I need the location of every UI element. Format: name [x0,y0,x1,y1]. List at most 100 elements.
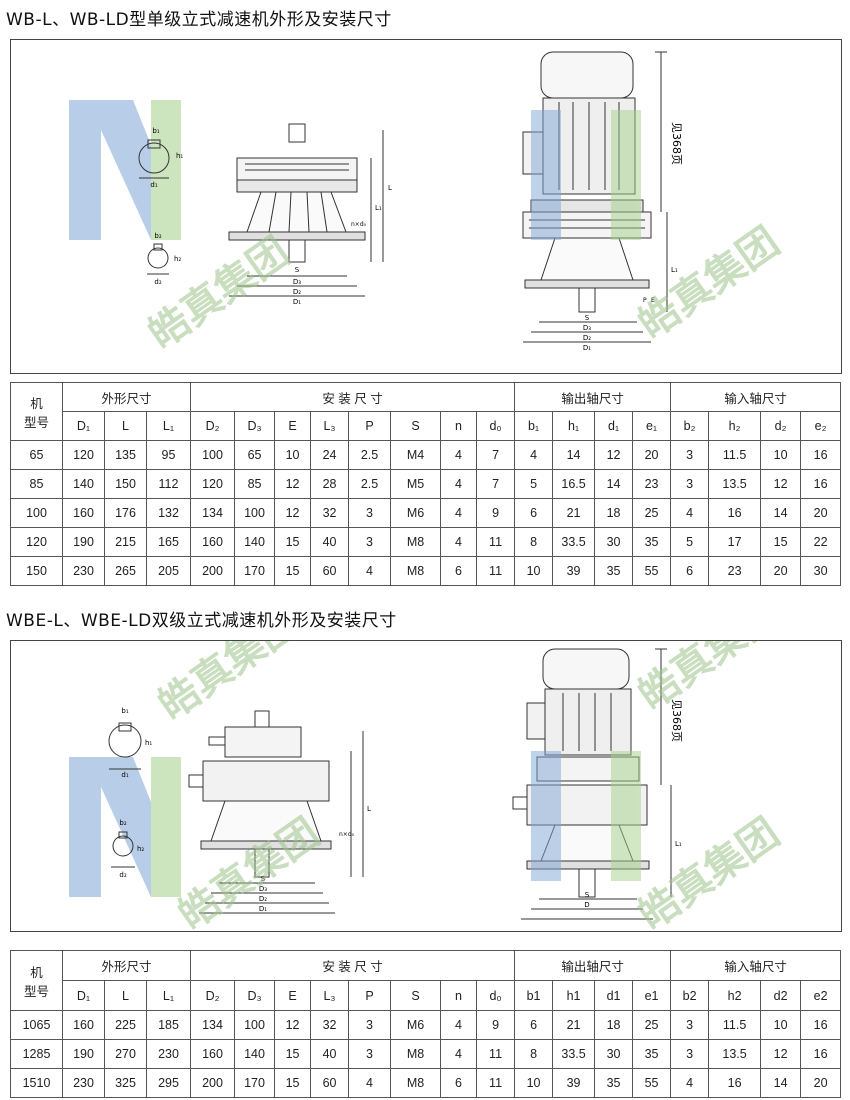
table-cell: 24 [310,440,350,470]
column-header: n [440,411,478,441]
table-cell: 4 [348,1068,392,1098]
column-header: d2 [760,980,802,1011]
table-cell: 32 [310,498,350,528]
table-cell: 16 [800,440,842,470]
label-right-D2: D₂ [583,334,591,342]
table-cell: 1285 [10,1039,63,1069]
table-cell: 10 [760,1010,802,1040]
group2-install: 安 装 尺 寸 [190,950,516,981]
column-header: h2 [708,980,762,1011]
watermark-logo-left [69,100,181,240]
table-cell: 11.5 [708,440,762,470]
column-header: n [440,980,478,1011]
table-cell: 230 [62,1068,105,1098]
section1-title: WB-L、WB-LD型单级立式减速机外形及安装尺寸 [6,10,392,30]
table-cell: 35 [632,1039,672,1069]
table-cell: 230 [145,1039,192,1069]
group2-input: 输入轴尺寸 [670,950,842,981]
group-install: 安 装 尺 寸 [190,382,516,412]
table-cell: 265 [104,556,147,586]
double-stage-reducer-drawing: b₁ h₁ d₁ b₂ h₂ d₂ S D₃ D₂ D₁ L n×d₀ [69,641,788,931]
table-cell: 11 [476,1068,516,1098]
table-cell: 3 [348,498,392,528]
column-header: L [104,411,147,441]
table-cell: 295 [145,1068,192,1098]
table-cell: 4 [440,527,478,557]
table-cell: 14 [760,498,802,528]
label2-left-D2: D₂ [259,895,267,903]
table-cell: 39 [552,556,596,586]
watermark-text-4: 皓真集团 [630,641,787,719]
table-cell: M5 [390,469,442,499]
table-cell: 4 [670,1068,710,1098]
table-cell: 33.5 [552,527,596,557]
group-outline: 外形尺寸 [61,382,192,412]
table-cell: 4 [440,1039,478,1069]
table-cell: 12 [274,498,312,528]
table-cell: 18 [594,498,634,528]
group-input: 输入轴尺寸 [670,382,842,412]
label2-left-L: L [367,805,371,813]
table-cell: 35 [632,527,672,557]
column-header: h1 [552,980,596,1011]
column-header: b₁ [514,411,554,441]
table-cell: 165 [145,527,192,557]
table-cell: 20 [632,440,672,470]
section2-drawing: b₁ h₁ d₁ b₂ h₂ d₂ S D₃ D₂ D₁ L n×d₀ [10,640,842,932]
table-cell: 140 [234,1039,276,1069]
label-d1: d₁ [150,181,157,189]
table-cell: 200 [190,556,236,586]
table-cell: 95 [145,440,192,470]
table-cell: M6 [390,498,442,528]
table-cell: M8 [390,556,442,586]
column-header: D₃ [234,980,276,1011]
col-model: 机型号 [10,382,63,441]
table-cell: 32 [310,1010,350,1040]
column-header: e₂ [800,411,842,441]
table-cell: 112 [145,469,192,499]
table-cell: 85 [10,469,63,499]
table-cell: 230 [62,556,105,586]
table-cell: 1065 [10,1010,63,1040]
label-right-L1: L₁ [671,266,678,274]
table-cell: 8 [514,1039,554,1069]
watermark-text-1: 皓真集团 [140,229,297,358]
column-header: h₂ [708,411,762,441]
column-header: b2 [670,980,710,1011]
reducer-left-2 [188,710,364,914]
single-stage-reducer-drawing: b₁ h₁ d₁ b₂ h₂ d₂ S D₃ D₂ D₁ L L₁ n×d₀ [69,51,788,358]
label-right-D3: D₃ [583,324,591,332]
watermark-text-2: 皓真集团 [630,219,787,348]
column-header: D₂ [190,411,236,441]
table-cell: 150 [104,469,147,499]
table-header-row-1: 机型号 外形尺寸 安 装 尺 寸 输出轴尺寸 输入轴尺寸 [10,382,842,441]
table-cell: 11.5 [708,1010,762,1040]
table-cell: 5 [670,527,710,557]
table-cell: 30 [594,1039,634,1069]
table-cell: 190 [62,1039,105,1069]
label2-b1: b₁ [121,707,128,715]
table-cell: 3 [348,527,392,557]
column-header: b1 [514,980,554,1011]
section2-title: WBE-L、WBE-LD双级立式减速机外形及安装尺寸 [6,611,397,631]
table-cell: 190 [62,527,105,557]
column-header: L₃ [310,411,350,441]
table-cell: 100 [234,498,276,528]
table-cell: 28 [310,469,350,499]
column-header: L₁ [145,980,192,1011]
table-cell: 16 [708,1068,762,1098]
table-cell: 7 [476,440,516,470]
table-cell: 11 [476,527,516,557]
fig1-note: 见368页 [670,122,683,165]
table-cell: 10 [514,556,554,586]
label2-h1: h₁ [145,739,152,747]
label-h2: h₂ [174,255,181,263]
column-header: h₁ [552,411,596,441]
reducer-left [228,123,384,297]
label-left-nxd0: n×d₀ [351,221,367,228]
table-cell: M8 [390,1039,442,1069]
table-cell: 60 [310,1068,350,1098]
column-header: D₃ [234,411,276,441]
